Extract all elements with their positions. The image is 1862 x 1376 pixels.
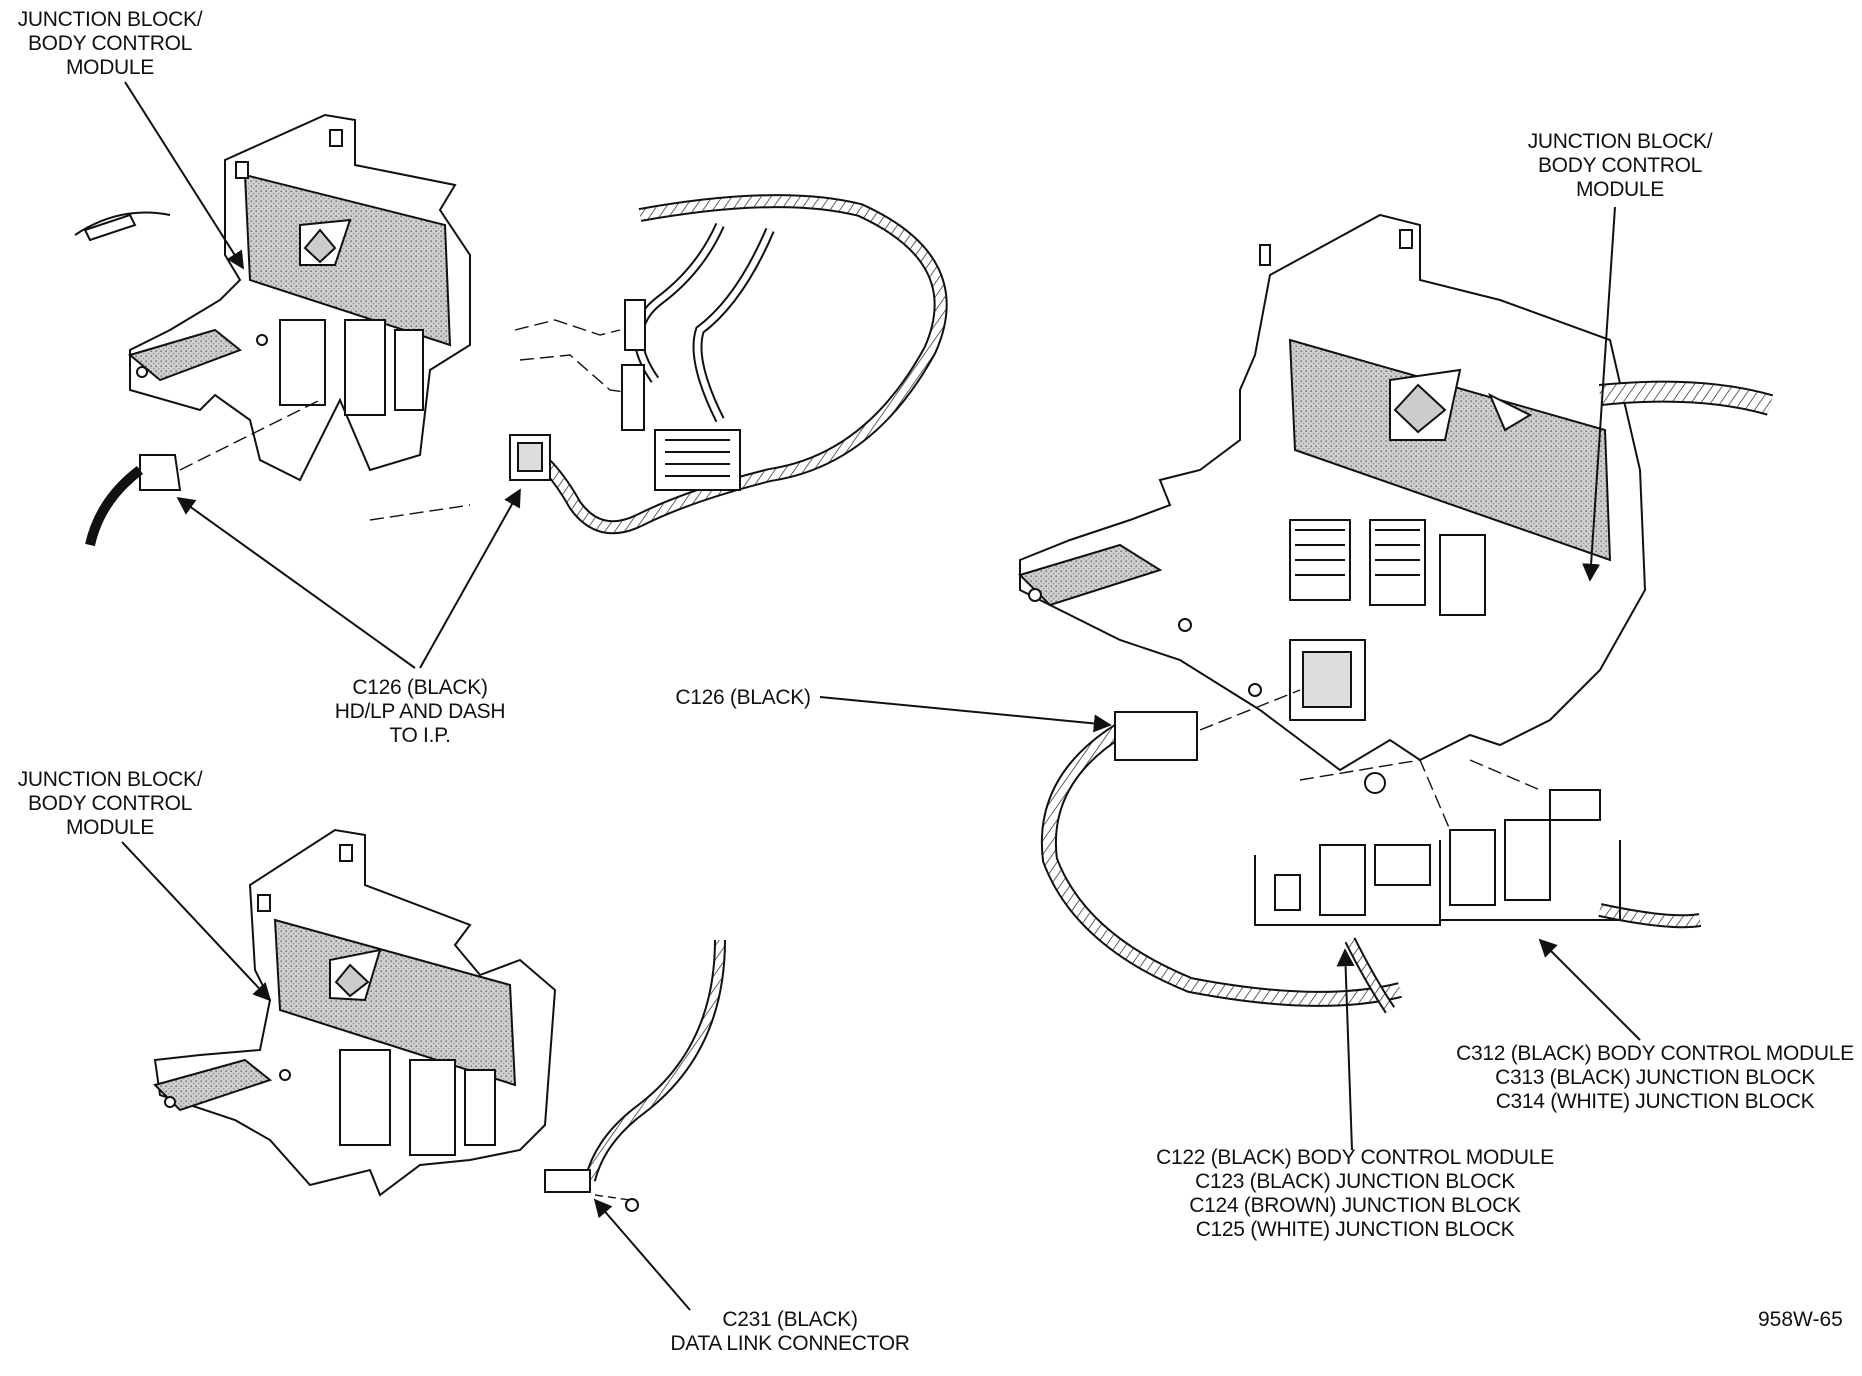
label-line: JUNCTION BLOCK/ bbox=[17, 768, 203, 791]
label-junction-block-top-left: JUNCTION BLOCK/ BODY CONTROL MODULE bbox=[10, 8, 210, 80]
label-line: BODY CONTROL bbox=[27, 32, 193, 55]
label-line: C126 (BLACK) bbox=[352, 676, 488, 699]
label-c122-group: C122 (BLACK) BODY CONTROL MODULE C123 (B… bbox=[1150, 1146, 1560, 1242]
harness-bottom-left bbox=[544, 939, 726, 1212]
label-line: C124 (BROWN) JUNCTION BLOCK bbox=[1189, 1194, 1521, 1217]
leader-c126-left-b bbox=[419, 488, 521, 669]
dashed-guides-right bbox=[1199, 689, 1541, 831]
label-c231: C231 (BLACK) DATA LINK CONNECTOR bbox=[660, 1308, 920, 1356]
label-line: BODY CONTROL bbox=[1537, 154, 1703, 177]
leader-jb-top-left bbox=[124, 81, 244, 270]
label-line: JUNCTION BLOCK/ bbox=[17, 8, 203, 31]
label-line: MODULE bbox=[65, 56, 155, 79]
dashed-guides-top-left bbox=[179, 319, 626, 521]
label-line: MODULE bbox=[65, 816, 155, 839]
label-junction-block-right: JUNCTION BLOCK/ BODY CONTROL MODULE bbox=[1515, 130, 1725, 202]
label-line: C313 (BLACK) JUNCTION BLOCK bbox=[1495, 1066, 1815, 1089]
leader-c231 bbox=[593, 1198, 691, 1311]
label-line: C314 (WHITE) JUNCTION BLOCK bbox=[1495, 1090, 1815, 1113]
junction-block-top-left bbox=[74, 113, 471, 482]
label-line: C125 (WHITE) JUNCTION BLOCK bbox=[1195, 1218, 1515, 1241]
label-line: C312 (BLACK) BODY CONTROL MODULE bbox=[1456, 1042, 1854, 1065]
label-line: BODY CONTROL bbox=[27, 792, 193, 815]
junction-block-bottom-left bbox=[153, 828, 557, 1197]
leader-jb-right bbox=[1582, 206, 1616, 582]
label-c126-right: C126 (BLACK) bbox=[668, 686, 818, 710]
label-line: JUNCTION BLOCK/ bbox=[1527, 130, 1713, 153]
leader-c126-left-a bbox=[176, 496, 416, 669]
label-junction-block-bottom-left: JUNCTION BLOCK/ BODY CONTROL MODULE bbox=[5, 768, 215, 840]
leader-c122 bbox=[1336, 948, 1355, 1151]
label-line: C123 (BLACK) JUNCTION BLOCK bbox=[1195, 1170, 1515, 1193]
figure-id: 958W-65 bbox=[1758, 1308, 1843, 1331]
harness-top-left bbox=[85, 194, 948, 547]
leader-jb-bottom-left bbox=[121, 841, 272, 1002]
junction-block-right bbox=[1018, 213, 1647, 794]
leader-c312 bbox=[1538, 938, 1641, 1041]
label-line: TO I.P. bbox=[389, 724, 451, 747]
label-line: C126 (BLACK) bbox=[675, 686, 811, 709]
leader-c126-right bbox=[819, 696, 1112, 733]
label-line: C122 (BLACK) BODY CONTROL MODULE bbox=[1156, 1146, 1554, 1169]
harness-right bbox=[1040, 380, 1774, 1014]
label-c126-left: C126 (BLACK) HD/LP AND DASH TO I.P. bbox=[315, 676, 525, 748]
label-line: MODULE bbox=[1575, 178, 1665, 201]
label-line: C231 (BLACK) bbox=[722, 1308, 858, 1331]
label-line: HD/LP AND DASH bbox=[334, 700, 506, 723]
label-c312-group: C312 (BLACK) BODY CONTROL MODULE C313 (B… bbox=[1450, 1042, 1860, 1114]
leader-arrows bbox=[121, 81, 1641, 1311]
label-line: DATA LINK CONNECTOR bbox=[670, 1332, 910, 1355]
